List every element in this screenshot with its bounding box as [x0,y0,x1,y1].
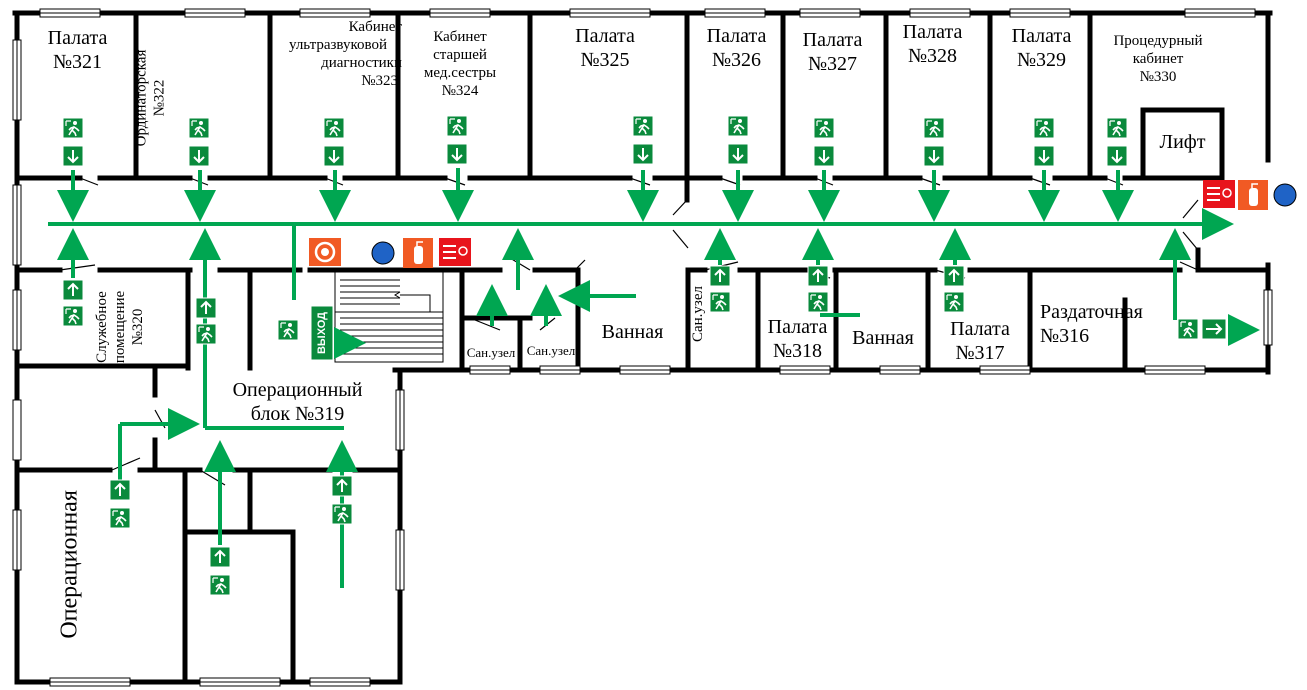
room-label-sanuzel-2: Сан.узел [526,343,576,358]
evacuation-exit-sign [1106,117,1128,167]
evacuation-exit-sign [109,479,131,529]
evacuation-exit-sign [1177,318,1227,340]
evacuation-exit-sign [209,546,231,596]
evacuation-exit-sign [188,117,210,167]
evacuation-exit-sign [807,265,829,313]
fire-hydrant-icon [439,238,471,266]
fire-extinguisher-icon [403,238,433,268]
alarm-circle-icon [1273,183,1297,207]
room-label-operating: Операционная [56,490,83,639]
windows [12,8,1273,687]
evacuation-exit-sign [446,115,468,165]
evacuation-exit-sign [923,117,945,167]
evacuation-exit-sign [709,265,731,313]
evacuation-exit-sign [813,117,835,167]
evacuation-exit-sign [632,115,654,165]
evacuation-exit-sign [62,117,84,167]
room-label-323: Кабинет ультразвуковой диагностики №323 [288,19,402,89]
evacuation-exit-sign [62,279,84,327]
fire-alarm-button-icon [309,238,341,266]
staircase [334,269,444,363]
room-label-sanuzel-1: Сан.узел [466,345,516,360]
alarm-circle-icon [371,241,395,265]
evacuation-exit-sign [943,265,965,313]
evacuation-exit-sign [727,115,749,165]
fire-equipment [309,180,1297,268]
room-label-lift: Лифт [1159,131,1206,153]
evacuation-exit-sign [323,117,345,167]
fire-extinguisher-icon [1238,180,1268,210]
fire-hydrant-icon [1203,180,1235,208]
room-label-bath-2: Ванная [852,327,914,349]
evacuation-routes [48,168,1260,588]
exit-sign-text: ВЫХОД [316,312,328,354]
evacuation-exit-sign [1033,117,1055,167]
room-label-sanuzel-3: Сан.узел [690,286,706,343]
stair-exit-sign [277,305,334,361]
evacuation-signs [62,115,1227,596]
room-label-bath-1: Ванная [601,321,664,343]
